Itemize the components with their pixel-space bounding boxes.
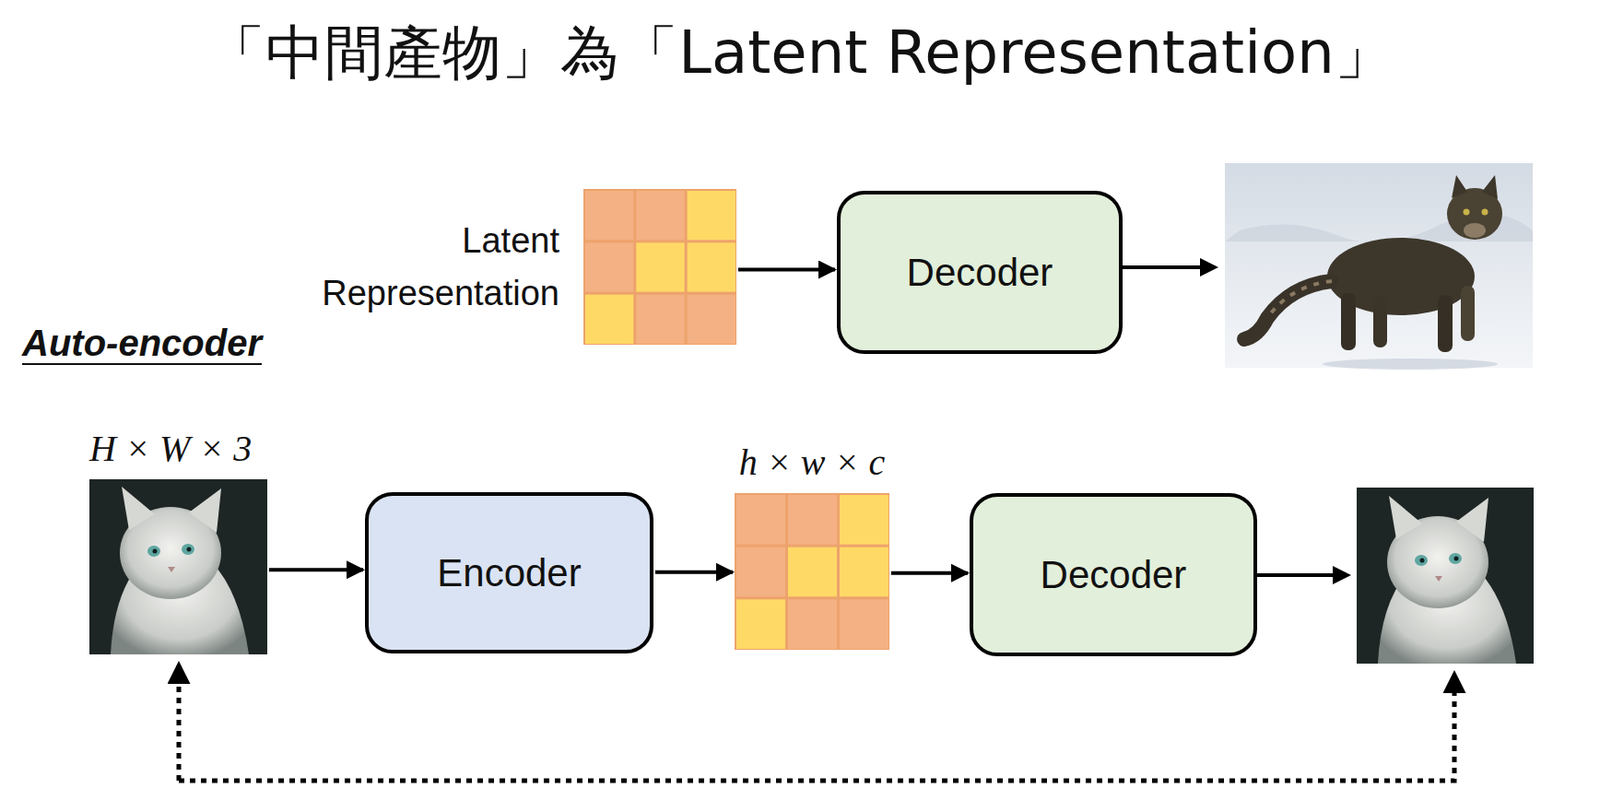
grid-cell [735, 546, 787, 599]
latent-grid: h × w × c [734, 493, 890, 650]
grid-cell [787, 546, 838, 599]
grid-cell [838, 494, 890, 546]
grid-cell [584, 294, 635, 345]
flow-arrow [891, 571, 968, 576]
cat-portrait [89, 479, 268, 655]
dotted-arrow [176, 665, 182, 781]
grid-cell [686, 241, 737, 293]
grid-cell [838, 546, 890, 599]
arrow [1257, 573, 1348, 577]
grid-cell [735, 494, 787, 546]
grid-cell [787, 494, 838, 546]
process-box: Decoder [836, 190, 1123, 354]
box-label: Decoder [1040, 552, 1188, 598]
box-label: Decoder [906, 250, 1054, 295]
dotted-arrow [178, 674, 1455, 781]
process-box: Encoder [364, 492, 654, 654]
section-label: Auto-encoder [22, 322, 262, 365]
grid-cell [584, 189, 635, 241]
flow-arrow [655, 570, 733, 575]
flow-arrow [738, 268, 836, 272]
grid-cells [734, 493, 890, 650]
grid-cell [635, 241, 685, 293]
grid-cell [635, 294, 685, 345]
grid-cells [583, 188, 737, 345]
box-label: Encoder [436, 551, 581, 596]
grid-cell [635, 189, 685, 241]
latent-grid: Latent Representation [583, 188, 737, 345]
process-box: Decoder [969, 493, 1258, 657]
dimension-label: H × W × 3 [89, 426, 252, 471]
grid-cell [584, 241, 635, 293]
flow-arrow [269, 567, 364, 572]
grid-cell [686, 294, 737, 345]
side-label: Latent Representation [292, 214, 560, 320]
slide-title: 「中間產物」為「Latent Representation」 [0, 12, 1600, 94]
grid-cell [838, 598, 890, 650]
dimension-label: h × w × c [739, 440, 885, 484]
arrow [1122, 265, 1215, 270]
grid-cell [686, 189, 737, 241]
image-frame: H × W × 3 [89, 479, 268, 655]
grid-cell [787, 598, 838, 650]
cat-photo [1224, 163, 1533, 370]
grid-cell [735, 598, 787, 650]
cat-portrait [1356, 487, 1534, 664]
